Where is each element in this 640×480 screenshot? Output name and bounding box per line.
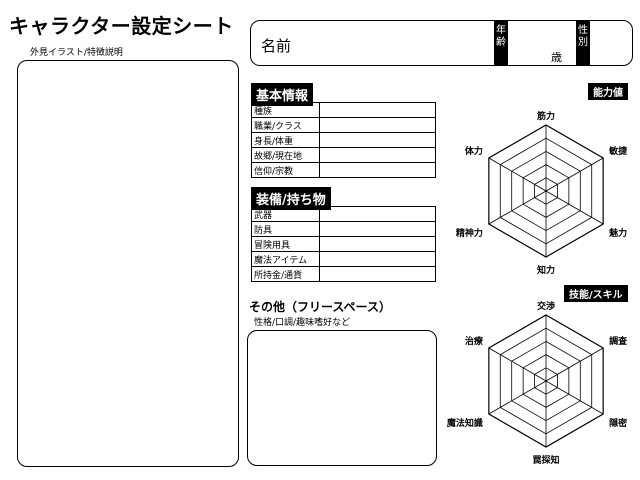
abilities-badge: 能力値: [588, 83, 628, 100]
row-label: 種族: [251, 102, 320, 118]
skill-spoke: [488, 347, 547, 382]
table-row: 信仰/宗教: [251, 162, 436, 178]
basic-info-heading: 基本情報: [251, 83, 314, 106]
other-heading: その他（フリースペース）: [249, 300, 391, 314]
row-value[interactable]: [319, 251, 436, 267]
skill-axis-label: 治療: [465, 335, 483, 347]
skill-spoke: [545, 380, 604, 415]
table-row: 防具: [251, 221, 436, 237]
row-label: 故郷/現在地: [251, 147, 320, 163]
table-row: 魔法アイテム: [251, 251, 436, 267]
row-value[interactable]: [319, 117, 436, 133]
row-label: 身長/体重: [251, 132, 320, 148]
illustration-label: 外見イラスト/特徴説明: [30, 48, 123, 58]
row-label: 魔法アイテム: [251, 251, 320, 267]
row-value[interactable]: [319, 236, 436, 252]
row-label: 信仰/宗教: [251, 162, 320, 178]
ability-axis-label: 精神力: [456, 227, 483, 239]
gender-tag: 性別: [576, 21, 590, 65]
table-row: 所持金/通貨: [251, 266, 436, 282]
row-label: 武器: [251, 206, 320, 222]
other-subheading: 性格/口調/趣味嗜好など: [254, 318, 351, 328]
row-value[interactable]: [319, 147, 436, 163]
age-tag: 年齢: [494, 21, 508, 65]
skill-spoke: [488, 380, 547, 415]
ability-spoke: [488, 157, 547, 192]
row-value[interactable]: [319, 221, 436, 237]
row-value[interactable]: [319, 206, 436, 222]
skill-axis-label: 隠密: [609, 417, 627, 429]
ability-axis-label: 敏捷: [608, 145, 628, 157]
illustration-box[interactable]: [17, 60, 239, 467]
age-tag-text: 年齢: [496, 25, 506, 48]
skill-axis-label: 罠探知: [532, 454, 559, 466]
ability-axis-label: 体力: [465, 145, 483, 157]
ability-axis-label: 魅力: [609, 227, 627, 239]
skills-badge: 技能/スキル: [564, 285, 628, 302]
skill-axis-label: 調査: [609, 335, 628, 347]
ability-axis-label: 筋力: [536, 110, 555, 122]
ability-spoke: [545, 190, 604, 225]
table-row: 冒険用具: [251, 236, 436, 252]
equipment-heading: 装備/持ち物: [251, 187, 331, 210]
skill-axis-label: 交渉: [537, 300, 555, 312]
table-row: 故郷/現在地: [251, 147, 436, 163]
other-free-space[interactable]: [247, 330, 437, 466]
ability-spoke: [488, 190, 547, 225]
skill-spoke: [545, 347, 604, 382]
row-value[interactable]: [319, 132, 436, 148]
ability-axis-label: 知力: [536, 264, 555, 276]
row-value[interactable]: [319, 102, 436, 118]
equipment-table: 武器 防具 冒険用具 魔法アイテム 所持金/通貨: [251, 206, 436, 282]
table-row: 職業/クラス: [251, 117, 436, 133]
row-label: 職業/クラス: [251, 117, 320, 133]
page-title: キャラクター設定シート: [9, 14, 234, 38]
table-row: 武器: [251, 206, 436, 222]
skill-axis-label: 魔法知識: [446, 417, 483, 429]
age-unit: 歳: [551, 51, 562, 64]
row-label: 冒険用具: [251, 236, 320, 252]
name-box[interactable]: 名前 年齢 歳 性別: [250, 20, 633, 66]
row-value[interactable]: [319, 266, 436, 282]
ability-spoke: [545, 157, 604, 192]
row-value[interactable]: [319, 162, 436, 178]
row-label: 防具: [251, 221, 320, 237]
name-label: 名前: [261, 37, 292, 55]
row-label: 所持金/通貨: [251, 266, 320, 282]
table-row: 種族: [251, 102, 436, 118]
basic-info-table: 種族 職業/クラス 身長/体重 故郷/現在地 信仰/宗教: [251, 102, 436, 178]
table-row: 身長/体重: [251, 132, 436, 148]
gender-tag-text: 性別: [578, 25, 588, 48]
